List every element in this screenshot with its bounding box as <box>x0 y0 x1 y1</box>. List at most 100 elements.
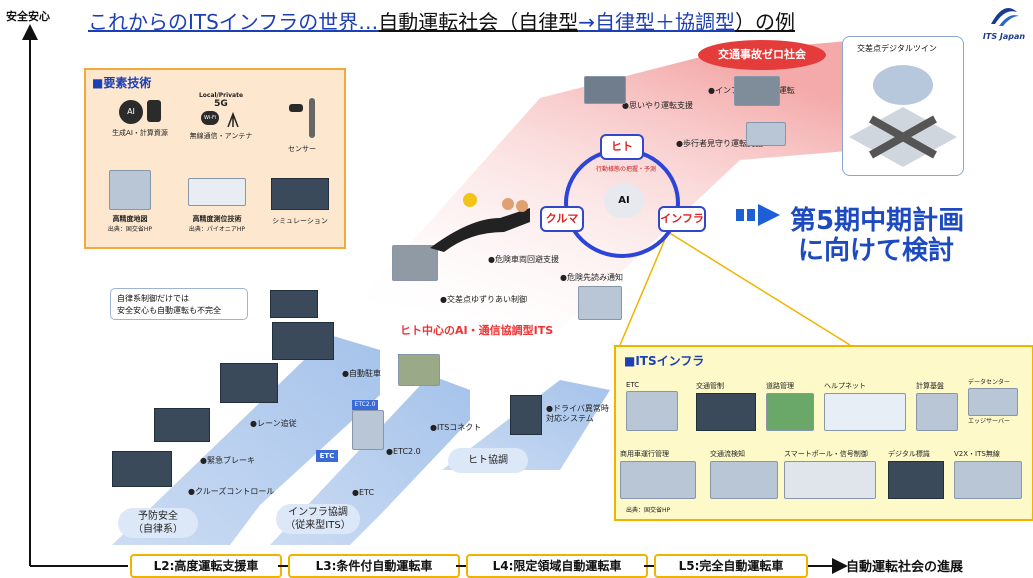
logo-icon <box>991 8 1019 26</box>
title-part-1: これからのITSインフラの世界… <box>88 10 379 34</box>
infra-image <box>710 461 778 499</box>
database-icon <box>147 100 161 122</box>
infra-image <box>766 393 814 431</box>
feature-label: ●危険車両回避支援 <box>488 255 559 264</box>
level-l2: L2:高度運転支援車 <box>130 554 282 578</box>
its-infra-box: ■ITSインフラ ETC 交通管制 道路管理 ヘルプネット 計算基盤 データセン… <box>614 345 1033 521</box>
feature-label: ●レーン追従 <box>250 419 297 428</box>
positioning-image <box>188 178 246 206</box>
camera-icon <box>289 104 303 112</box>
element-label: センサー <box>288 145 316 153</box>
infra-v2x: V2X・ITS無線 <box>954 449 1022 499</box>
its-japan-logo: ITS Japan <box>978 6 1030 41</box>
infra-label: 交通管制 <box>696 382 724 390</box>
infra-label: 道路管理 <box>766 382 794 390</box>
infra-label: 計算基盤 <box>916 382 944 390</box>
infra-image <box>824 393 906 431</box>
feature-label: ●交差点ゆずりあい制御 <box>440 295 527 304</box>
simulation-image <box>271 178 329 210</box>
infra-label: ヘルプネット <box>824 382 866 390</box>
feature-label: ●ドライバ異常時 対応システム <box>546 404 609 423</box>
goal-zero-accidents: 交通事故ゼロ社会 <box>698 40 826 70</box>
cruise-photo <box>112 451 172 487</box>
wireless-caption: Local/Private <box>198 92 244 99</box>
infra-smartpole: スマートポール・信号制御 <box>784 449 876 499</box>
road-people-icon <box>430 193 530 252</box>
plan-arrow-icon <box>736 204 780 226</box>
infra-traffic-control: 交通管制 <box>696 381 756 431</box>
node-infra: インフラ <box>658 206 706 232</box>
element-label: 無線通信・アンテナ <box>189 132 253 140</box>
hazard-photo <box>578 286 622 320</box>
brake-photo <box>154 408 210 442</box>
plan-line-1: 第5期中期計画 <box>790 206 965 236</box>
element-simulation: シミュレーション <box>266 178 334 226</box>
infra-digital-sign: デジタル標識 <box>888 449 944 499</box>
plan-line-2: に向けて検討 <box>798 236 955 266</box>
infra-image <box>696 393 756 431</box>
level-l4: L4:限定領域自動運転車 <box>466 554 648 578</box>
infra-label: V2X・ITS無線 <box>954 450 1000 458</box>
infra-road-mgmt: 道路管理 <box>766 381 814 431</box>
infra-label: データセンター <box>968 379 1011 386</box>
itsconnect-photo <box>398 354 440 386</box>
infra-etc: ETC <box>626 381 678 431</box>
level-connectors <box>278 565 654 567</box>
stair-label-prevention: 予防安全 （自律系） <box>118 508 198 538</box>
infra-helpnet: ヘルプネット <box>824 381 906 431</box>
feature-label: ●クルーズコントロール <box>188 487 275 496</box>
element-tech-title: ■要素技術 <box>92 76 152 90</box>
y-axis-label: 安全安心 <box>6 10 50 23</box>
feature-label: ●危険先読み通知 <box>560 273 623 282</box>
feature-label: ●思いやり運転支援 <box>622 101 693 110</box>
infra-image <box>888 461 944 499</box>
its-infra-title: ■ITSインフラ <box>624 354 705 368</box>
feature-label: ●緊急ブレーキ <box>200 456 255 465</box>
5g-label: 5G <box>214 99 228 109</box>
feature-label: ●歩行者見守り運転支援 <box>676 139 763 148</box>
infra-autodrive-photo <box>734 76 780 106</box>
central-its-label: ヒト中心のAI・通信協調型ITS <box>400 324 554 337</box>
infra-source: 出典：国交省HP <box>626 507 671 514</box>
infra-label: 商用車運行管理 <box>620 450 669 458</box>
infra-label: 交通流検知 <box>710 450 745 458</box>
etc20-sign-icon: ETC2.0 <box>352 400 378 410</box>
infra-commercial: 商用車運行管理 <box>620 449 696 499</box>
element-sensor: センサー <box>280 98 324 154</box>
page-title: これからのITSインフラの世界…自動運転社会（自律型→自律型＋協調型）の例 <box>88 6 795 35</box>
stair-label-human: ヒト協調 <box>448 448 528 473</box>
infra-label: デジタル標識 <box>888 450 930 458</box>
pole-icon <box>309 98 315 138</box>
element-genai: AI 生成AI・計算資源 <box>110 100 170 138</box>
infra-flow-detect: 交通流検知 <box>710 449 778 499</box>
infra-sublabel: エッジサーバー <box>968 418 1010 425</box>
predict-label: 行動様態の把握・予測 <box>596 166 657 173</box>
element-label: 高精度測位技術 <box>192 215 242 223</box>
hdmap-image <box>109 170 151 210</box>
lane-photo <box>220 363 278 403</box>
infra-label: ETC <box>626 381 640 389</box>
infra-compute: 計算基盤 <box>916 381 958 431</box>
node-hito: ヒト <box>600 134 644 160</box>
source-label: 出典：パイオニアHP <box>188 226 246 233</box>
kind-driving-photo <box>584 76 626 104</box>
infra-datacenter: データセンターエッジサーバー <box>968 377 1018 425</box>
parking-photo-2 <box>270 290 318 318</box>
feature-label: ●自動駐車 <box>342 369 381 378</box>
feature-label: ●ETC2.0 <box>386 447 421 456</box>
infra-image <box>620 461 696 499</box>
element-wireless: Local/Private 5G Wi-Fi 無線通信・アンテナ <box>188 92 254 141</box>
ai-cloud-icon: AI <box>604 184 644 218</box>
infra-image <box>954 461 1022 499</box>
element-label: シミュレーション <box>272 217 328 225</box>
element-hdmap: 高精度地図 出典：国交省HP <box>100 170 160 233</box>
feature-label: ●ETC <box>352 488 375 497</box>
digital-twin-box: 交差点デジタルツイン <box>842 36 964 176</box>
x-axis-label: 自動運転社会の進展 <box>846 560 964 575</box>
element-tech-box: ■要素技術 AI 生成AI・計算資源 Local/Private 5G Wi-F… <box>84 68 346 249</box>
driver-photo <box>510 395 542 435</box>
level-l3: L3:条件付自動運転車 <box>288 554 460 578</box>
element-label: 生成AI・計算資源 <box>112 129 168 137</box>
feature-label: ●ITSコネクト <box>430 423 482 432</box>
